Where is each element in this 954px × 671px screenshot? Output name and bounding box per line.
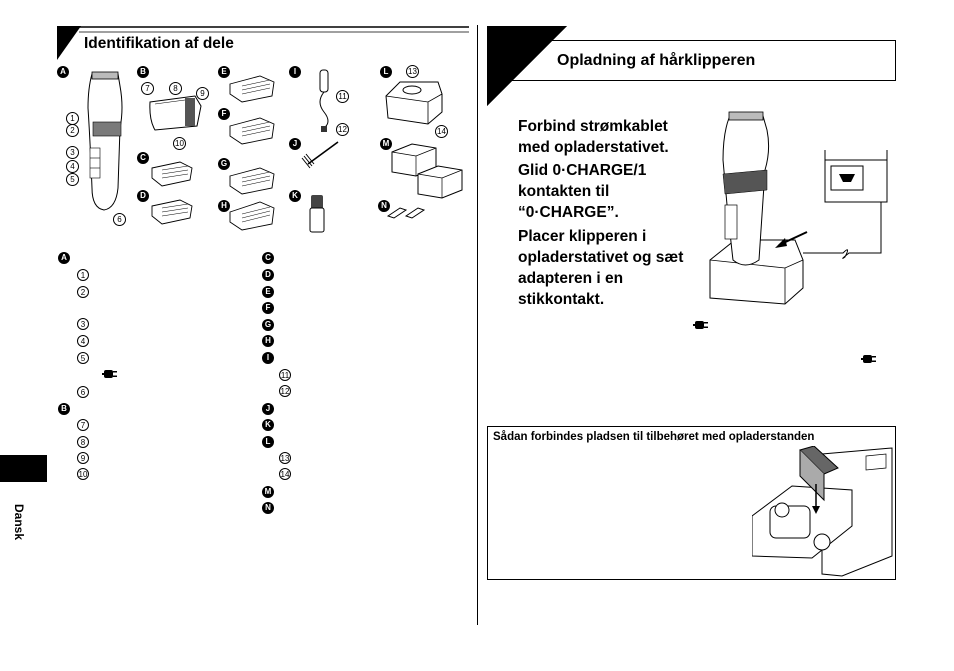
legend-N: N <box>262 502 274 514</box>
plug-icon <box>693 321 708 329</box>
legend-2: 2 <box>77 286 89 298</box>
callout-10: 10 <box>173 137 186 150</box>
case-connection-illustration <box>752 446 893 577</box>
legend-12: 12 <box>279 385 291 397</box>
callout-12: 12 <box>336 123 349 136</box>
legend-14: 14 <box>279 468 291 480</box>
badge-E: E <box>218 66 230 78</box>
attachment-C <box>151 161 193 187</box>
legend-3: 3 <box>77 318 89 330</box>
callout-7: 7 <box>141 82 154 95</box>
charging-stand-illustration <box>385 81 443 125</box>
badge-J: J <box>289 138 301 150</box>
step-1: Forbind strømkablet med opladerstativet. <box>518 118 669 156</box>
badge-C: C <box>137 152 149 164</box>
badge-H: H <box>218 200 230 212</box>
step-2: Glid 0·CHARGE/1 kontakten til “0·CHARGE”… <box>518 162 647 221</box>
legend-D: D <box>262 269 274 281</box>
language-tab-label: Dansk <box>12 504 26 541</box>
small-parts-illustration <box>386 207 426 219</box>
badge-L: L <box>380 66 392 78</box>
blade-illustration <box>149 95 202 131</box>
badge-G: G <box>218 158 230 170</box>
attachment-H <box>229 201 275 231</box>
attachment-F <box>229 117 275 145</box>
legend-I: I <box>262 352 274 364</box>
legend-9: 9 <box>77 452 89 464</box>
badge-A: A <box>57 66 69 78</box>
attachment-D <box>151 199 193 225</box>
section-header-triangle <box>57 26 469 60</box>
info-box-title: Sådan forbindes pladsen til tilbehøret m… <box>493 431 815 443</box>
left-heading: Identifikation af dele <box>84 35 234 52</box>
callout-9: 9 <box>196 87 209 100</box>
legend-H: H <box>262 335 274 347</box>
step-3: Placer klipperen i opladerstativet og sæ… <box>518 228 684 308</box>
legend-4: 4 <box>77 335 89 347</box>
badge-N: N <box>378 200 390 212</box>
legend-M: M <box>262 486 274 498</box>
legend-A: A <box>58 252 70 264</box>
callout-13: 13 <box>406 65 419 78</box>
callout-6: 6 <box>113 213 126 226</box>
callout-2: 2 <box>66 124 79 137</box>
heading-box-triangle-overlay <box>487 26 567 106</box>
legend-K: K <box>262 419 274 431</box>
legend-5: 5 <box>77 352 89 364</box>
callout-4: 4 <box>66 160 79 173</box>
info-box <box>487 426 896 580</box>
badge-I: I <box>289 66 301 78</box>
callout-8: 8 <box>169 82 182 95</box>
adapter-cord-illustration <box>319 69 329 132</box>
attachment-E <box>229 75 275 103</box>
legend-10: 10 <box>77 468 89 480</box>
attachment-case-illustration <box>391 143 463 199</box>
legend-F: F <box>262 302 274 314</box>
legend-G: G <box>262 319 274 331</box>
badge-D: D <box>137 190 149 202</box>
plug-icon <box>102 370 117 378</box>
cleaning-brush-illustration <box>301 141 339 169</box>
legend-11: 11 <box>279 369 291 381</box>
legend-J: J <box>262 403 274 415</box>
badge-F: F <box>218 108 230 120</box>
attachment-G <box>229 167 275 195</box>
badge-M: M <box>380 138 392 150</box>
legend-6: 6 <box>77 386 89 398</box>
callout-5: 5 <box>66 173 79 186</box>
legend-E: E <box>262 286 274 298</box>
plug-icon <box>861 355 876 363</box>
language-tab <box>0 455 47 482</box>
right-heading: Opladning af hårklipperen <box>557 52 756 69</box>
oil-bottle-illustration <box>309 195 325 233</box>
callout-11: 11 <box>336 90 349 103</box>
page-divider <box>477 25 478 625</box>
callout-3: 3 <box>66 146 79 159</box>
legend-1: 1 <box>77 269 89 281</box>
callout-14: 14 <box>435 125 448 138</box>
legend-C: C <box>262 252 274 264</box>
clipper-on-stand-illustration <box>709 111 888 305</box>
legend-7: 7 <box>77 419 89 431</box>
legend-13: 13 <box>279 452 291 464</box>
legend-B: B <box>58 403 70 415</box>
badge-B: B <box>137 66 149 78</box>
legend-8: 8 <box>77 436 89 448</box>
legend-L: L <box>262 436 274 448</box>
clipper-illustration <box>87 71 123 211</box>
badge-K: K <box>289 190 301 202</box>
